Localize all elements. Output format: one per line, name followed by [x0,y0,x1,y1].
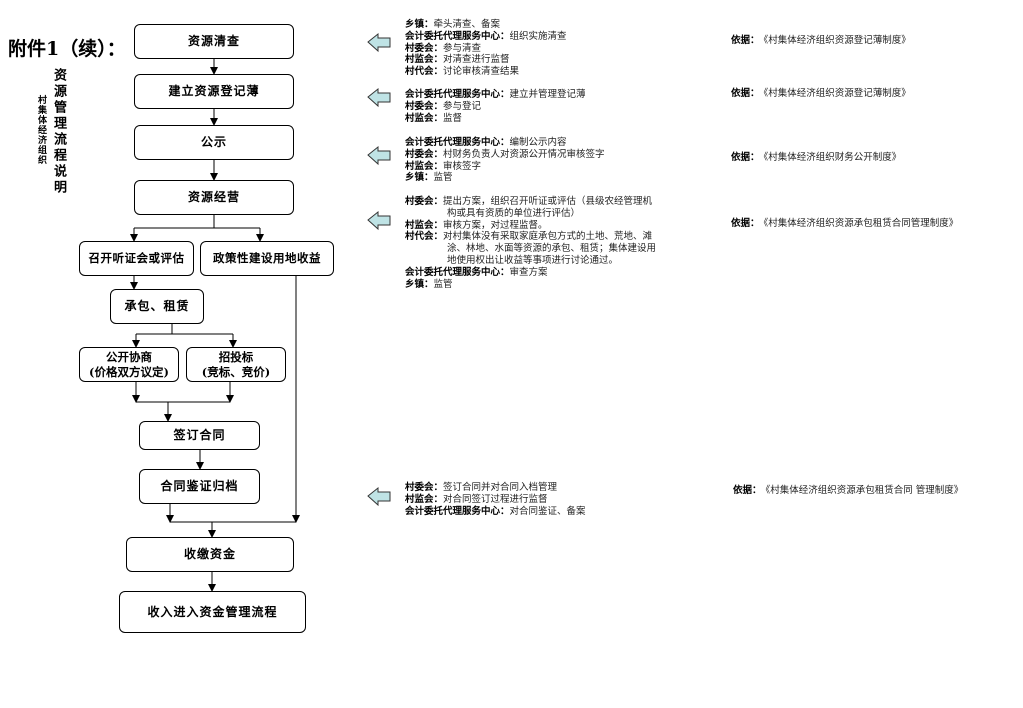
note-line: 构或具有资质的单位进行评估） [447,207,581,219]
basis-1: 依据：《村集体经济组织资源登记薄制度》 [731,35,911,46]
note-line: 村监会：对清查进行监督 [405,54,510,66]
step-bidding-title: 招投标 [218,350,254,365]
step-policy-land-income: 政策性建设用地收益 [200,241,334,276]
left-arrow-icon [367,87,391,108]
note-line: 村监会：审核方案，对过程监督。 [405,219,548,231]
note-line: 会计委托代理服务中心：建立并管理登记薄 [405,89,586,100]
note-arrows [367,32,391,507]
step-bidding: 招投标 (竞标、竞价) [186,347,286,382]
step-collect-funds: 收缴资金 [126,537,294,572]
left-arrow-icon [367,32,391,53]
step-contract-lease: 承包、租赁 [110,289,204,324]
step-contract-certify-archive: 合同鉴证归档 [139,469,260,504]
basis-5: 依据：《村集体经济组织资源承包租赁合同 管理制度》 [733,485,964,496]
note-line: 村委会：提出方案，组织召开听证或评估（县级农经管理机 [405,196,653,207]
note-line: 村代会：对村集体没有采取家庭承包方式的土地、荒地、滩 [405,231,653,243]
note-line: 乡镇：牵头清查、备案 [405,19,501,30]
note-block-1: 乡镇：牵头清查、备案 会计委托代理服务中心：组织实施清查 村委会：参与清查 村监… [405,19,567,78]
note-line: 村监会：审核签字 [405,160,482,172]
step-resource-operation: 资源经营 [134,180,294,215]
vertical-subtitle: 村集体经济组织 [36,95,46,165]
step-sign-contract: 签订合同 [139,421,260,450]
page-heading: 附件1（续）： [8,38,126,60]
basis-2: 依据：《村集体经济组织资源登记薄制度》 [731,88,911,99]
note-block-5: 村委会：签订合同并对合同入档管理 村监会：对合同签订过程进行监督 会计委托代理服… [405,482,586,517]
note-line: 村委会：参与登记 [405,100,482,112]
note-line: 村委会：村财务负责人对资源公开情况审核签字 [405,148,605,160]
left-arrow-icon [367,145,391,166]
left-arrow-icon [367,210,391,231]
note-block-3: 会计委托代理服务中心：编制公示内容 村委会：村财务负责人对资源公开情况审核签字 … [405,137,605,184]
note-line: 会计委托代理服务中心：组织实施清查 [405,30,567,42]
note-line: 地使用权出让收益等事项进行讨论通过。 [447,254,619,266]
note-line: 村委会：签订合同并对合同入档管理 [405,482,558,493]
step-income-to-fund-management: 收入进入资金管理流程 [119,591,306,633]
note-line: 会计委托代理服务中心：审查方案 [405,266,548,278]
left-arrow-icon [367,486,391,507]
note-line: 乡镇：监管 [405,172,453,184]
step-hearing-or-assessment: 召开听证会或评估 [79,241,194,276]
note-line: 会计委托代理服务中心：对合同鉴证、备案 [405,505,586,517]
step-public-negotiation-title: 公开协商 [106,350,152,365]
note-line: 村委会：参与清查 [405,42,482,54]
note-line: 村代会：讨论审核清查结果 [405,66,520,78]
note-block-2: 会计委托代理服务中心：建立并管理登记薄 村委会：参与登记 村监会：监督 [405,89,586,124]
basis-3: 依据：《村集体经济组织财务公开制度》 [731,152,902,163]
step-publicity: 公示 [134,125,294,160]
basis-4: 依据：《村集体经济组织资源承包租赁合同管理制度》 [731,218,959,229]
note-line: 涂、林地、水面等资源的承包、租赁；集体建设用 [447,243,657,255]
note-line: 乡镇：监管 [405,278,453,290]
note-line: 村监会：监督 [405,112,463,124]
step-public-negotiation: 公开协商 (价格双方议定) [79,347,179,382]
step-resource-inventory: 资源清查 [134,24,294,59]
vertical-title: 资源管理流程说明 [51,68,66,196]
step-public-negotiation-note: (价格双方议定) [89,364,169,379]
note-block-4: 村委会：提出方案，组织召开听证或评估（县级农经管理机 构或具有资质的单位进行评估… [405,196,656,290]
note-line: 村监会：对合同签订过程进行监督 [405,493,548,505]
step-build-register: 建立资源登记薄 [134,74,294,109]
note-line: 会计委托代理服务中心：编制公示内容 [405,137,567,148]
step-bidding-note: (竞标、竞价) [201,364,271,379]
